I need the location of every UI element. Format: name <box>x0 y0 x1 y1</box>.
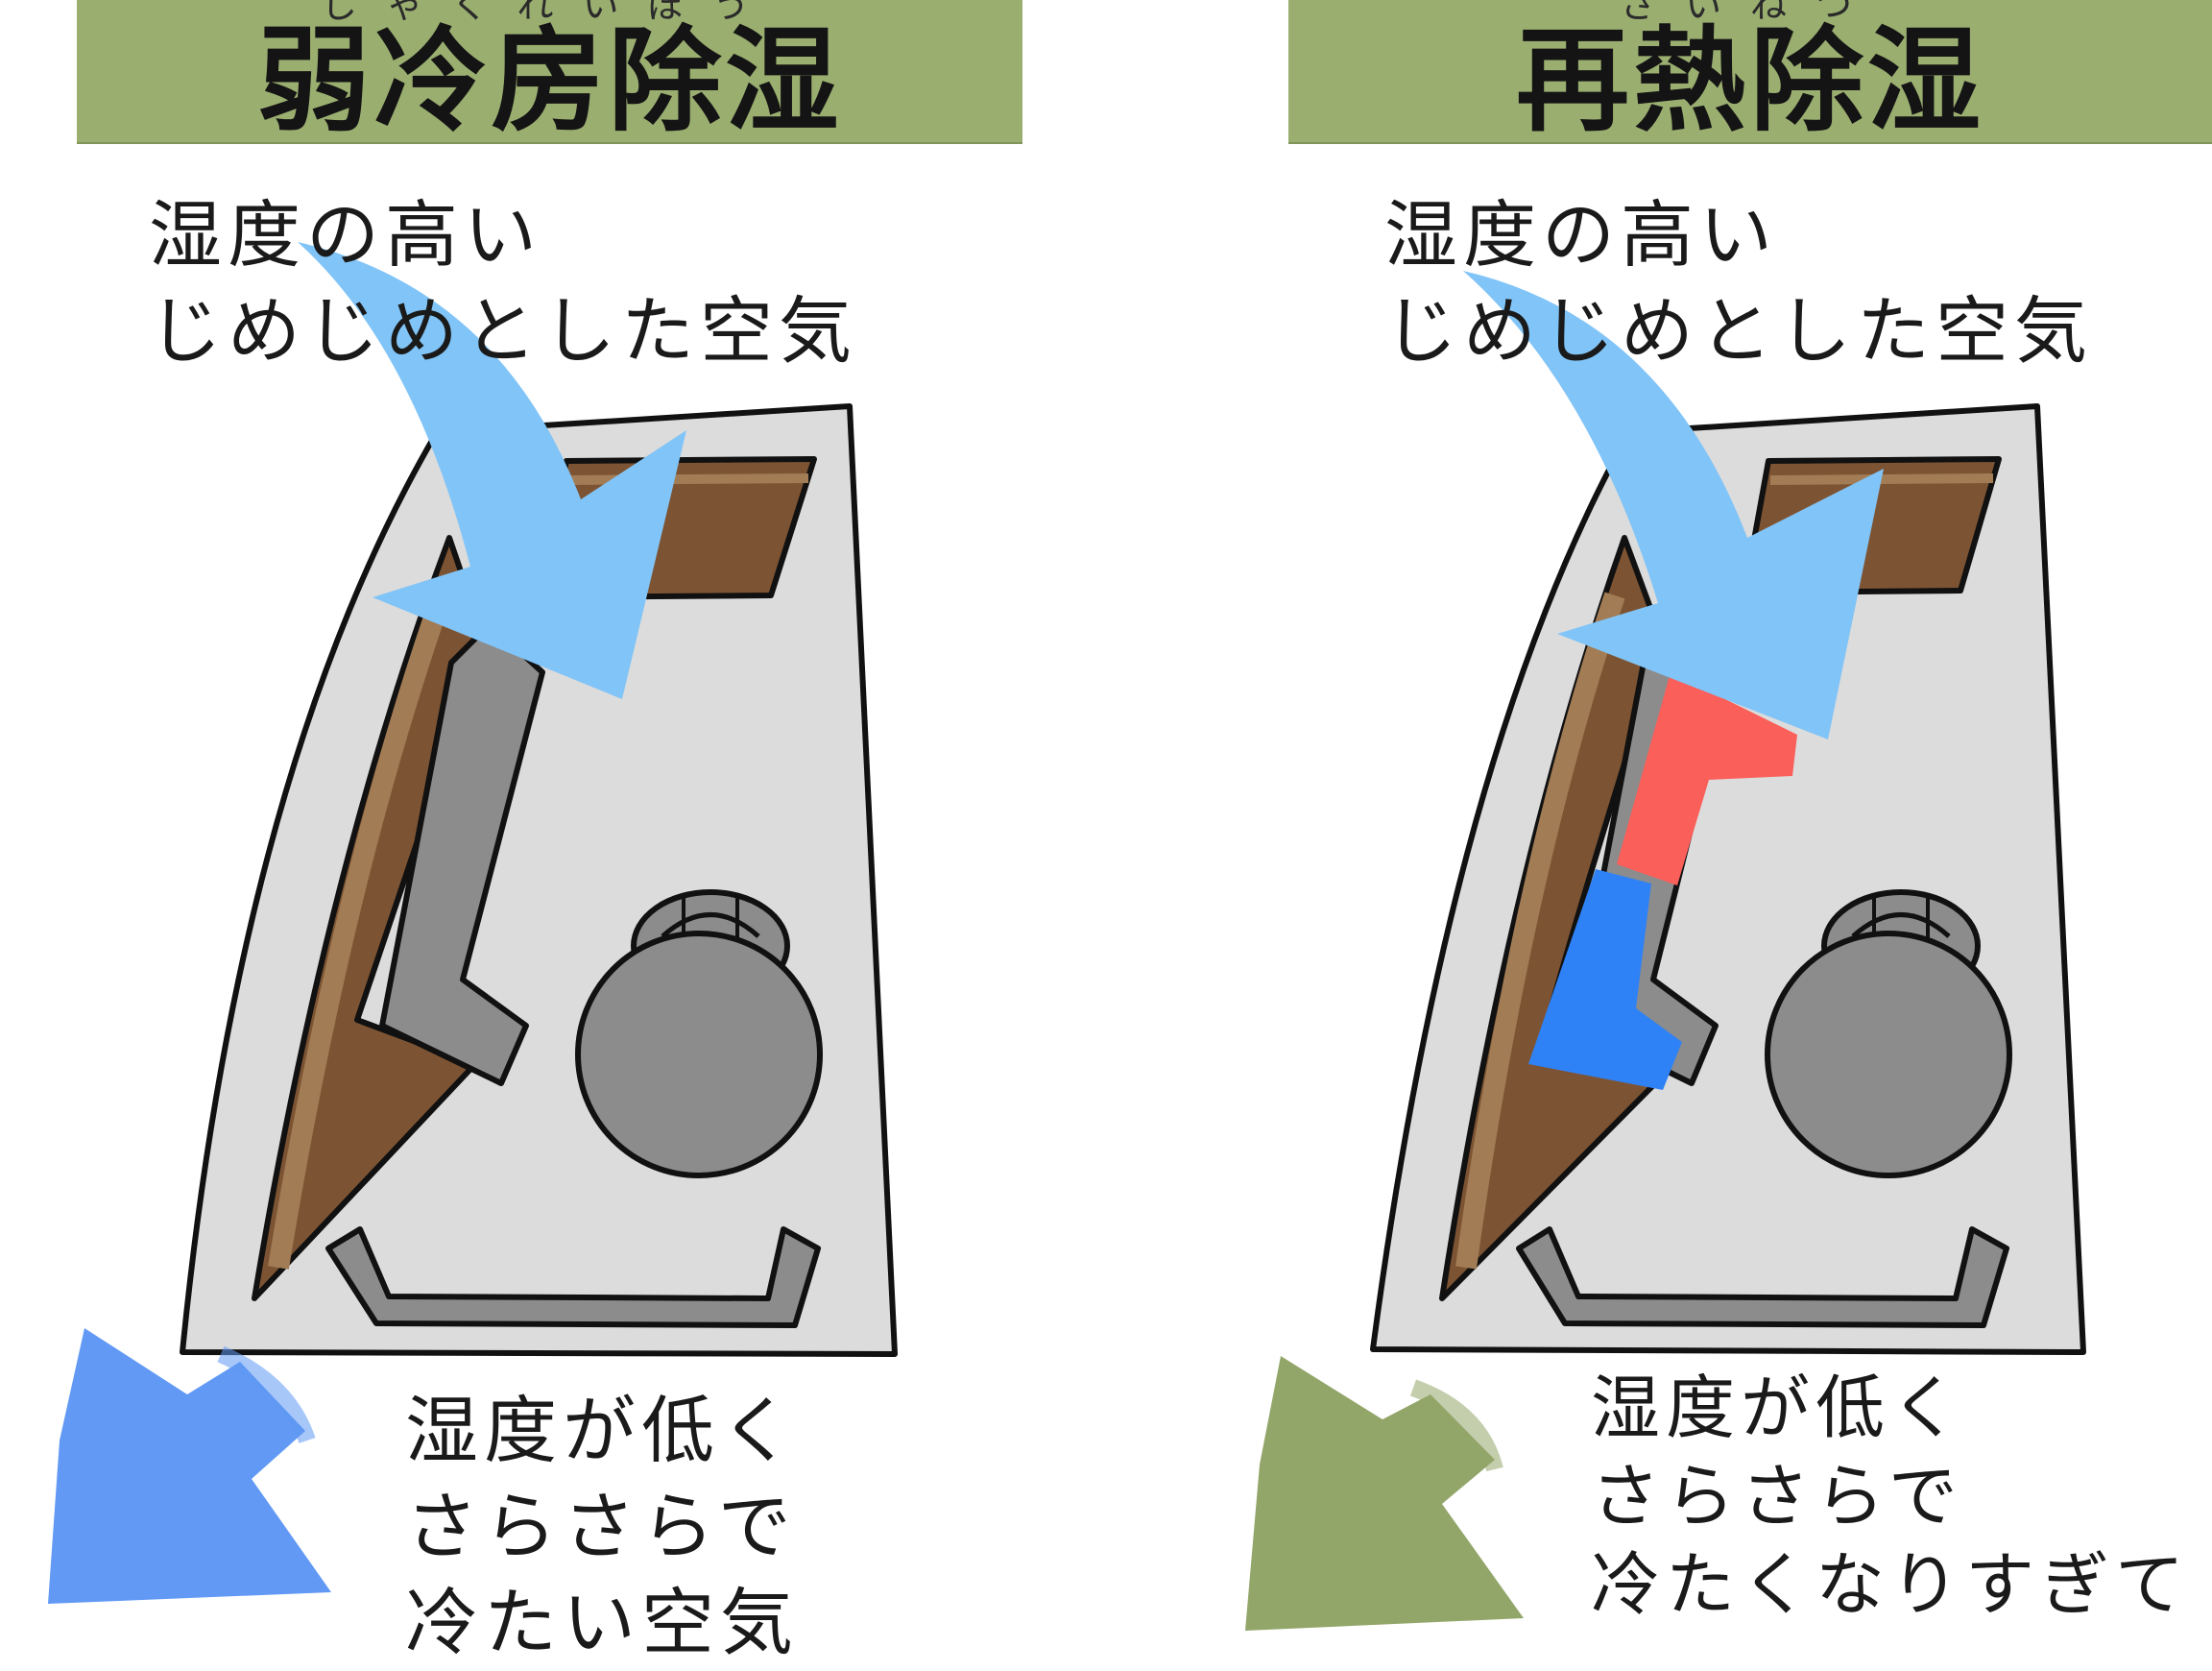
humid-air-arrow <box>298 242 686 699</box>
dry-air-arrow <box>1245 1356 1524 1631</box>
output-air-label: 湿度が低く さらさらで 冷たい空気 <box>405 1388 799 1665</box>
fan-body <box>575 931 823 1178</box>
title-banner: さいねつ 再熱除湿 <box>1288 0 2212 142</box>
title-ruby: さいねつ <box>1619 0 1881 26</box>
ac-unit-diagram <box>1245 271 2086 1631</box>
fan-body <box>1765 931 2012 1178</box>
ac-unit-diagram <box>48 242 898 1604</box>
input-air-label: 湿度の高い じめじめとした空気 <box>149 192 857 374</box>
louver <box>325 1226 821 1328</box>
title-ruby: じゃくれいぼう <box>321 0 779 26</box>
panel-weak-cooling-dehumidify: じゃくれいぼう 弱冷房除湿 湿度の高い じめじめとした空気 湿度が低く さらさら… <box>0 0 1106 1665</box>
panel-reheat-dehumidify: さいねつ 再熱除湿 湿度の高い じめじめとした空気 湿度が低く さらさらで 冷た… <box>1106 0 2212 1659</box>
humid-air-arrow <box>1463 271 1884 739</box>
refrigerant-pipe <box>379 621 545 1086</box>
input-air-label: 湿度の高い じめじめとした空気 <box>1384 192 2093 374</box>
cooling-section <box>1528 869 1682 1090</box>
panel-title: 再熱除湿 <box>1515 14 1984 147</box>
dry-air-arrow <box>48 1328 331 1604</box>
panel-title: 弱冷房除湿 <box>256 14 843 147</box>
output-air-label: 湿度が低く さらさらで 冷たくなりすぎて <box>1591 1368 2191 1625</box>
reheat-section <box>1617 672 1797 885</box>
louver <box>1516 1226 2009 1328</box>
title-banner: じゃくれいぼう 弱冷房除湿 <box>77 0 1022 142</box>
